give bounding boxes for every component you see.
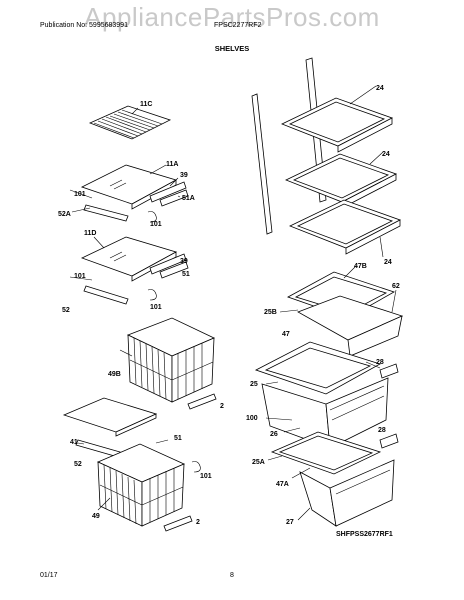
callout-28b: 28 (378, 427, 386, 434)
callout-25A: 25A (252, 459, 265, 466)
crisper-drawer-25 (261, 377, 389, 449)
callout-101c: 101 (74, 273, 86, 280)
screw-101e (191, 461, 201, 473)
callout-25: 25 (250, 381, 258, 388)
wire-basket-49 (97, 443, 185, 527)
leader-lines (69, 85, 397, 521)
publication-number: Publication No: 5995683991 (40, 22, 128, 29)
callout-101d: 101 (150, 304, 162, 311)
wire-basket-49B (126, 317, 215, 403)
callout-11D: 11D (84, 230, 96, 237)
callout-24-top: 24 (376, 85, 384, 92)
crisper-cover-47 (254, 341, 382, 395)
handle-2b (163, 515, 193, 532)
trim-39b (149, 253, 187, 275)
callout-51: 51 (182, 271, 190, 278)
screw-101b (147, 289, 157, 301)
crisper-cover-47A (270, 431, 382, 475)
trim-39 (149, 181, 187, 203)
callout-101: 101 (74, 191, 86, 198)
shelf-24-top (281, 97, 393, 153)
callout-39b: 39 (180, 258, 188, 265)
crisper-drawer-27 (299, 459, 395, 527)
callout-25B: 25B (264, 309, 277, 316)
rail-52b (75, 439, 121, 458)
rail-52A (83, 204, 129, 222)
callout-24-middle: 24 (382, 151, 390, 158)
shelf-24-bottom (289, 199, 401, 255)
page-number: 8 (230, 572, 234, 579)
rail-52 (83, 285, 129, 305)
callout-47A: 47A (276, 481, 289, 488)
callout-49B: 49B (108, 371, 121, 378)
callout-52b: 52 (74, 461, 82, 468)
basket-cover (62, 397, 158, 437)
callout-27: 27 (286, 519, 294, 526)
callout-41: 41 (70, 439, 78, 446)
callout-101b: 101 (150, 221, 162, 228)
callout-24-bottom: 24 (384, 259, 392, 266)
clip-28b (379, 433, 399, 449)
callout-2: 2 (220, 403, 224, 410)
callout-101e: 101 (200, 473, 212, 480)
callout-51b: 51 (174, 435, 182, 442)
callout-11A: 11A (166, 161, 178, 168)
wire-rack-11C (88, 105, 172, 140)
diagram-code: SHFPSS2677RF1 (336, 531, 393, 538)
callout-2b: 2 (196, 519, 200, 526)
screw-101 (147, 211, 157, 223)
shelf-24-middle (285, 153, 397, 209)
callout-26: 26 (270, 431, 278, 438)
callout-39: 39 (180, 172, 188, 179)
callout-28: 28 (376, 359, 384, 366)
handle-2 (187, 393, 217, 410)
callout-49: 49 (92, 513, 100, 520)
shelf-ladder-left (251, 93, 273, 235)
callout-52A: 52A (58, 211, 71, 218)
clip-28 (379, 363, 399, 379)
bracket-51A (159, 189, 189, 207)
bracket-51 (159, 261, 189, 279)
callout-47: 47 (282, 331, 290, 338)
callout-47B: 47B (354, 263, 367, 270)
callout-62: 62 (392, 283, 400, 290)
section-title: SHELVES (214, 44, 250, 53)
callout-51A: 51A (182, 195, 195, 202)
callout-11C: 11C (140, 101, 152, 108)
model-number: FPSC2277RF2 (214, 22, 262, 29)
crisper-drawer-small (297, 295, 404, 357)
footer-date: 01/17 (40, 572, 58, 579)
callout-52: 52 (62, 307, 70, 314)
watermark: AppliancePartsPros.com (84, 2, 380, 32)
callout-100: 100 (246, 415, 258, 422)
